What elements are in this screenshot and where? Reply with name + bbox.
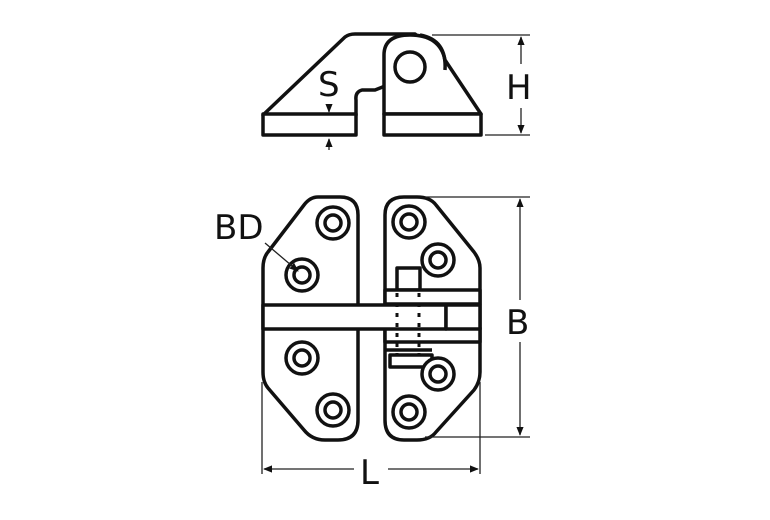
label-bd: BD	[214, 208, 264, 248]
right-holes	[391, 204, 456, 430]
strap-end	[444, 303, 482, 331]
label-b: B	[506, 303, 529, 343]
pin-circle	[393, 50, 427, 84]
label-s: S	[318, 65, 340, 105]
label-l: L	[360, 453, 379, 493]
side-view: S H	[261, 32, 532, 150]
top-view: BD B L	[214, 195, 530, 493]
right-base-plate	[382, 112, 483, 137]
knuckle-band-1	[383, 288, 482, 306]
knuckle-arc	[419, 33, 447, 71]
left-base-plate	[261, 112, 358, 137]
left-holes	[284, 205, 351, 428]
label-h: H	[506, 68, 532, 108]
knuckle-top	[395, 266, 422, 292]
